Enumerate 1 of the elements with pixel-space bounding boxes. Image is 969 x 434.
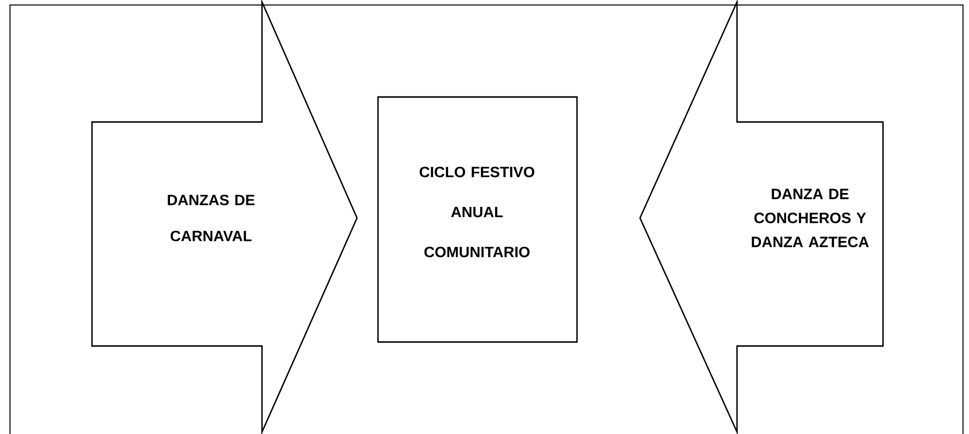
process-box: CICLO FESTIVO ANUAL COMUNITARIO [377,96,578,343]
